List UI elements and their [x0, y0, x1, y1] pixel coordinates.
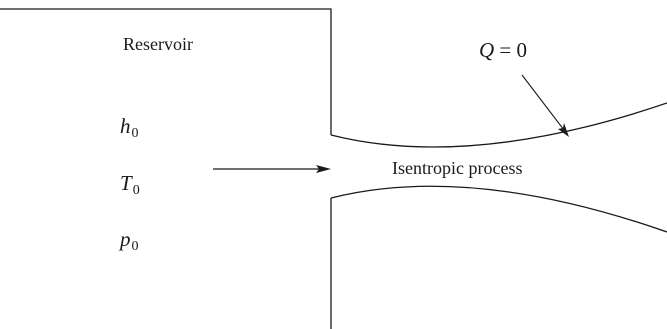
isentropic-process-label: Isentropic process: [392, 158, 523, 178]
stagnation-temperature-label: T0: [120, 171, 140, 199]
nozzle-lower-wall: [330, 185, 667, 233]
reservoir-label: Reservoir: [123, 34, 193, 54]
T0-symbol: T: [120, 171, 132, 195]
stagnation-pressure-label: p0: [120, 227, 139, 255]
p0-subscript: 0: [131, 239, 139, 254]
stagnation-enthalpy-label: h0: [120, 114, 139, 142]
h0-symbol: h: [120, 114, 131, 138]
heat-leader-arrowhead: [558, 123, 569, 137]
heat-value: 0: [516, 38, 528, 62]
h0-subscript: 0: [131, 126, 139, 141]
heat-leader-line: [521, 74, 565, 131]
reservoir-wall-upper: [0, 8, 332, 135]
nozzle-upper-wall: [330, 102, 667, 148]
flow-arrow-head: [316, 165, 331, 173]
p0-symbol: p: [120, 227, 131, 251]
T0-subscript: 0: [132, 183, 140, 198]
heat-equals: =: [499, 38, 512, 62]
heat-symbol: Q: [479, 38, 495, 62]
heat-transfer-label: Q = 0: [479, 38, 527, 63]
